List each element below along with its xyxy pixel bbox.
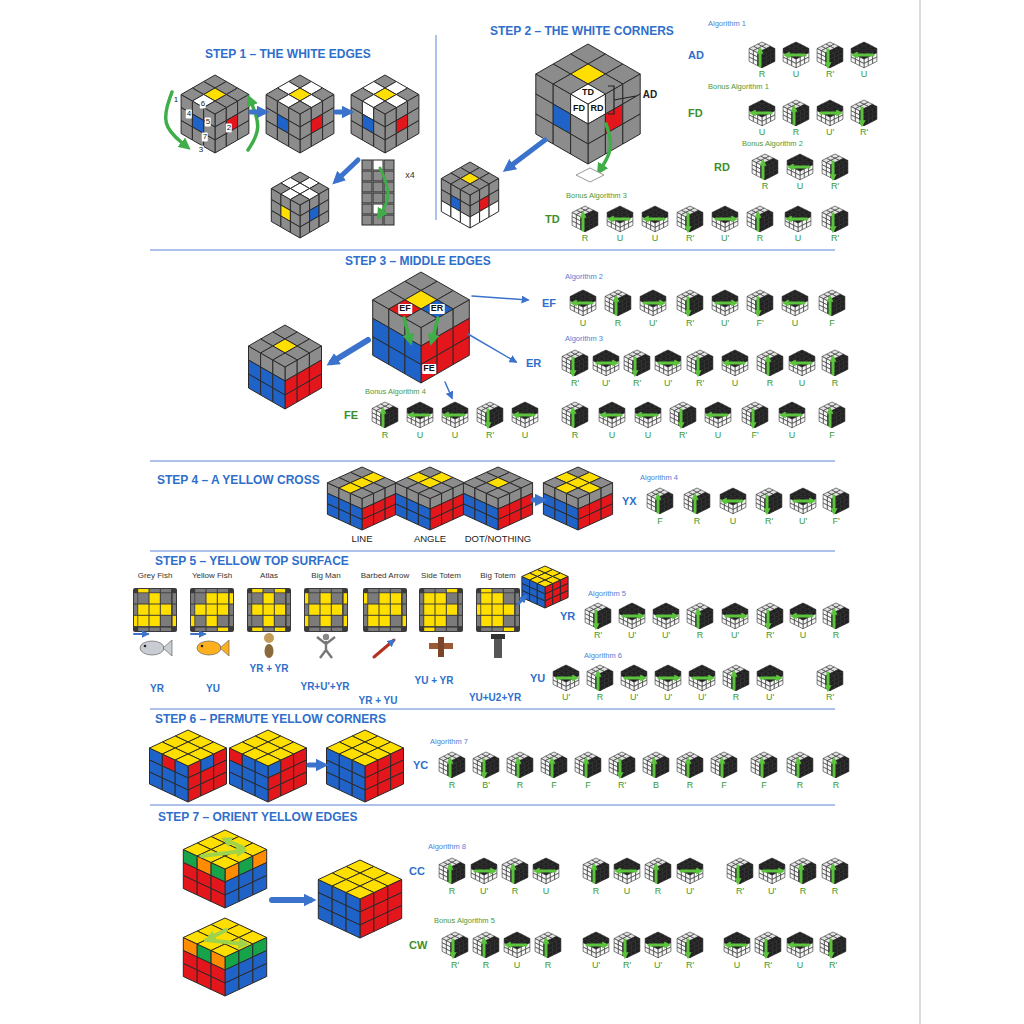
page: STEP 1 – THE WHITE EDGESSTEP 2 – THE WHI… — [0, 0, 1024, 1024]
